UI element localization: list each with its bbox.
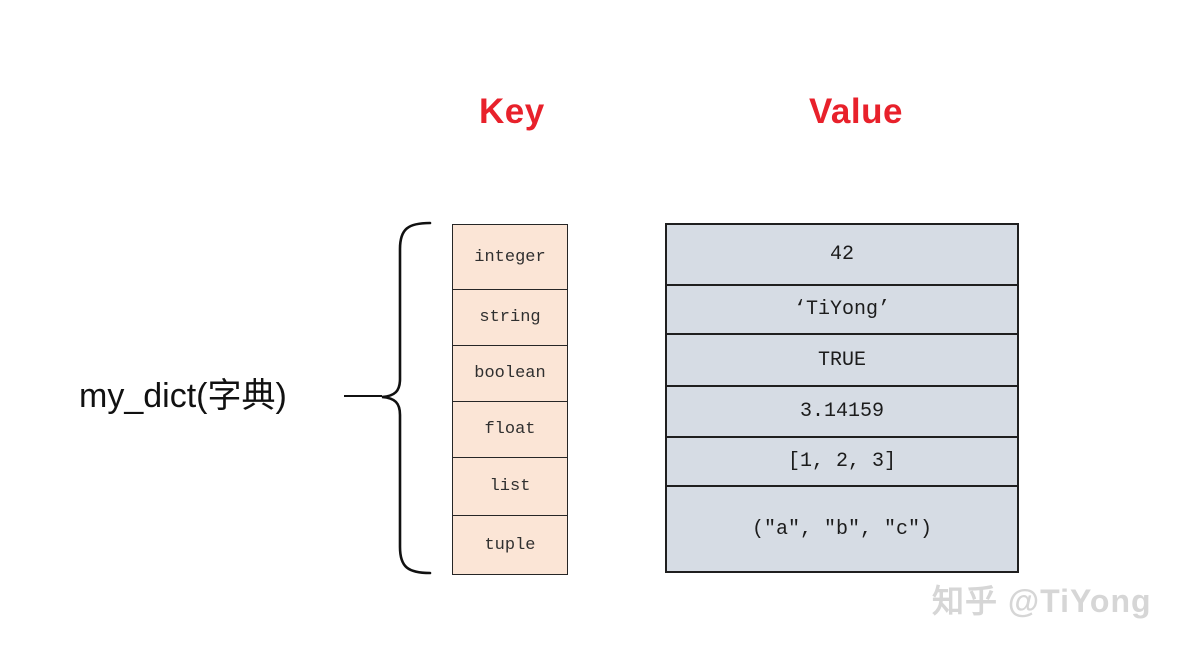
curly-brace-icon <box>378 219 432 582</box>
key-cell-integer: integer <box>453 225 567 290</box>
value-cell-integer: 42 <box>667 225 1017 286</box>
watermark: 知乎 @TiYong <box>932 583 1152 619</box>
value-cell-boolean: TRUE <box>667 335 1017 387</box>
key-cell-list: list <box>453 458 567 516</box>
value-cell-list: [1, 2, 3] <box>667 438 1017 487</box>
key-cell-string: string <box>453 290 567 346</box>
key-cell-tuple: tuple <box>484 535 536 555</box>
dict-label: my_dict(字典) <box>79 377 287 415</box>
connector-line <box>344 395 382 397</box>
key-cell-boolean: boolean <box>453 346 567 402</box>
value-cell-string: ‘TiYong’ <box>667 286 1017 335</box>
value-cell-tuple: (″a″, ″b″, ″c″) <box>751 517 933 541</box>
value-column: 42 ‘TiYong’ TRUE 3.14159 [1, 2, 3] (″a″,… <box>665 223 1019 573</box>
key-heading: Key <box>479 92 545 131</box>
key-cell-float: float <box>453 402 567 458</box>
key-column: integer string boolean float list tuple <box>452 224 568 575</box>
value-heading: Value <box>809 92 903 131</box>
value-cell-float: 3.14159 <box>667 387 1017 438</box>
